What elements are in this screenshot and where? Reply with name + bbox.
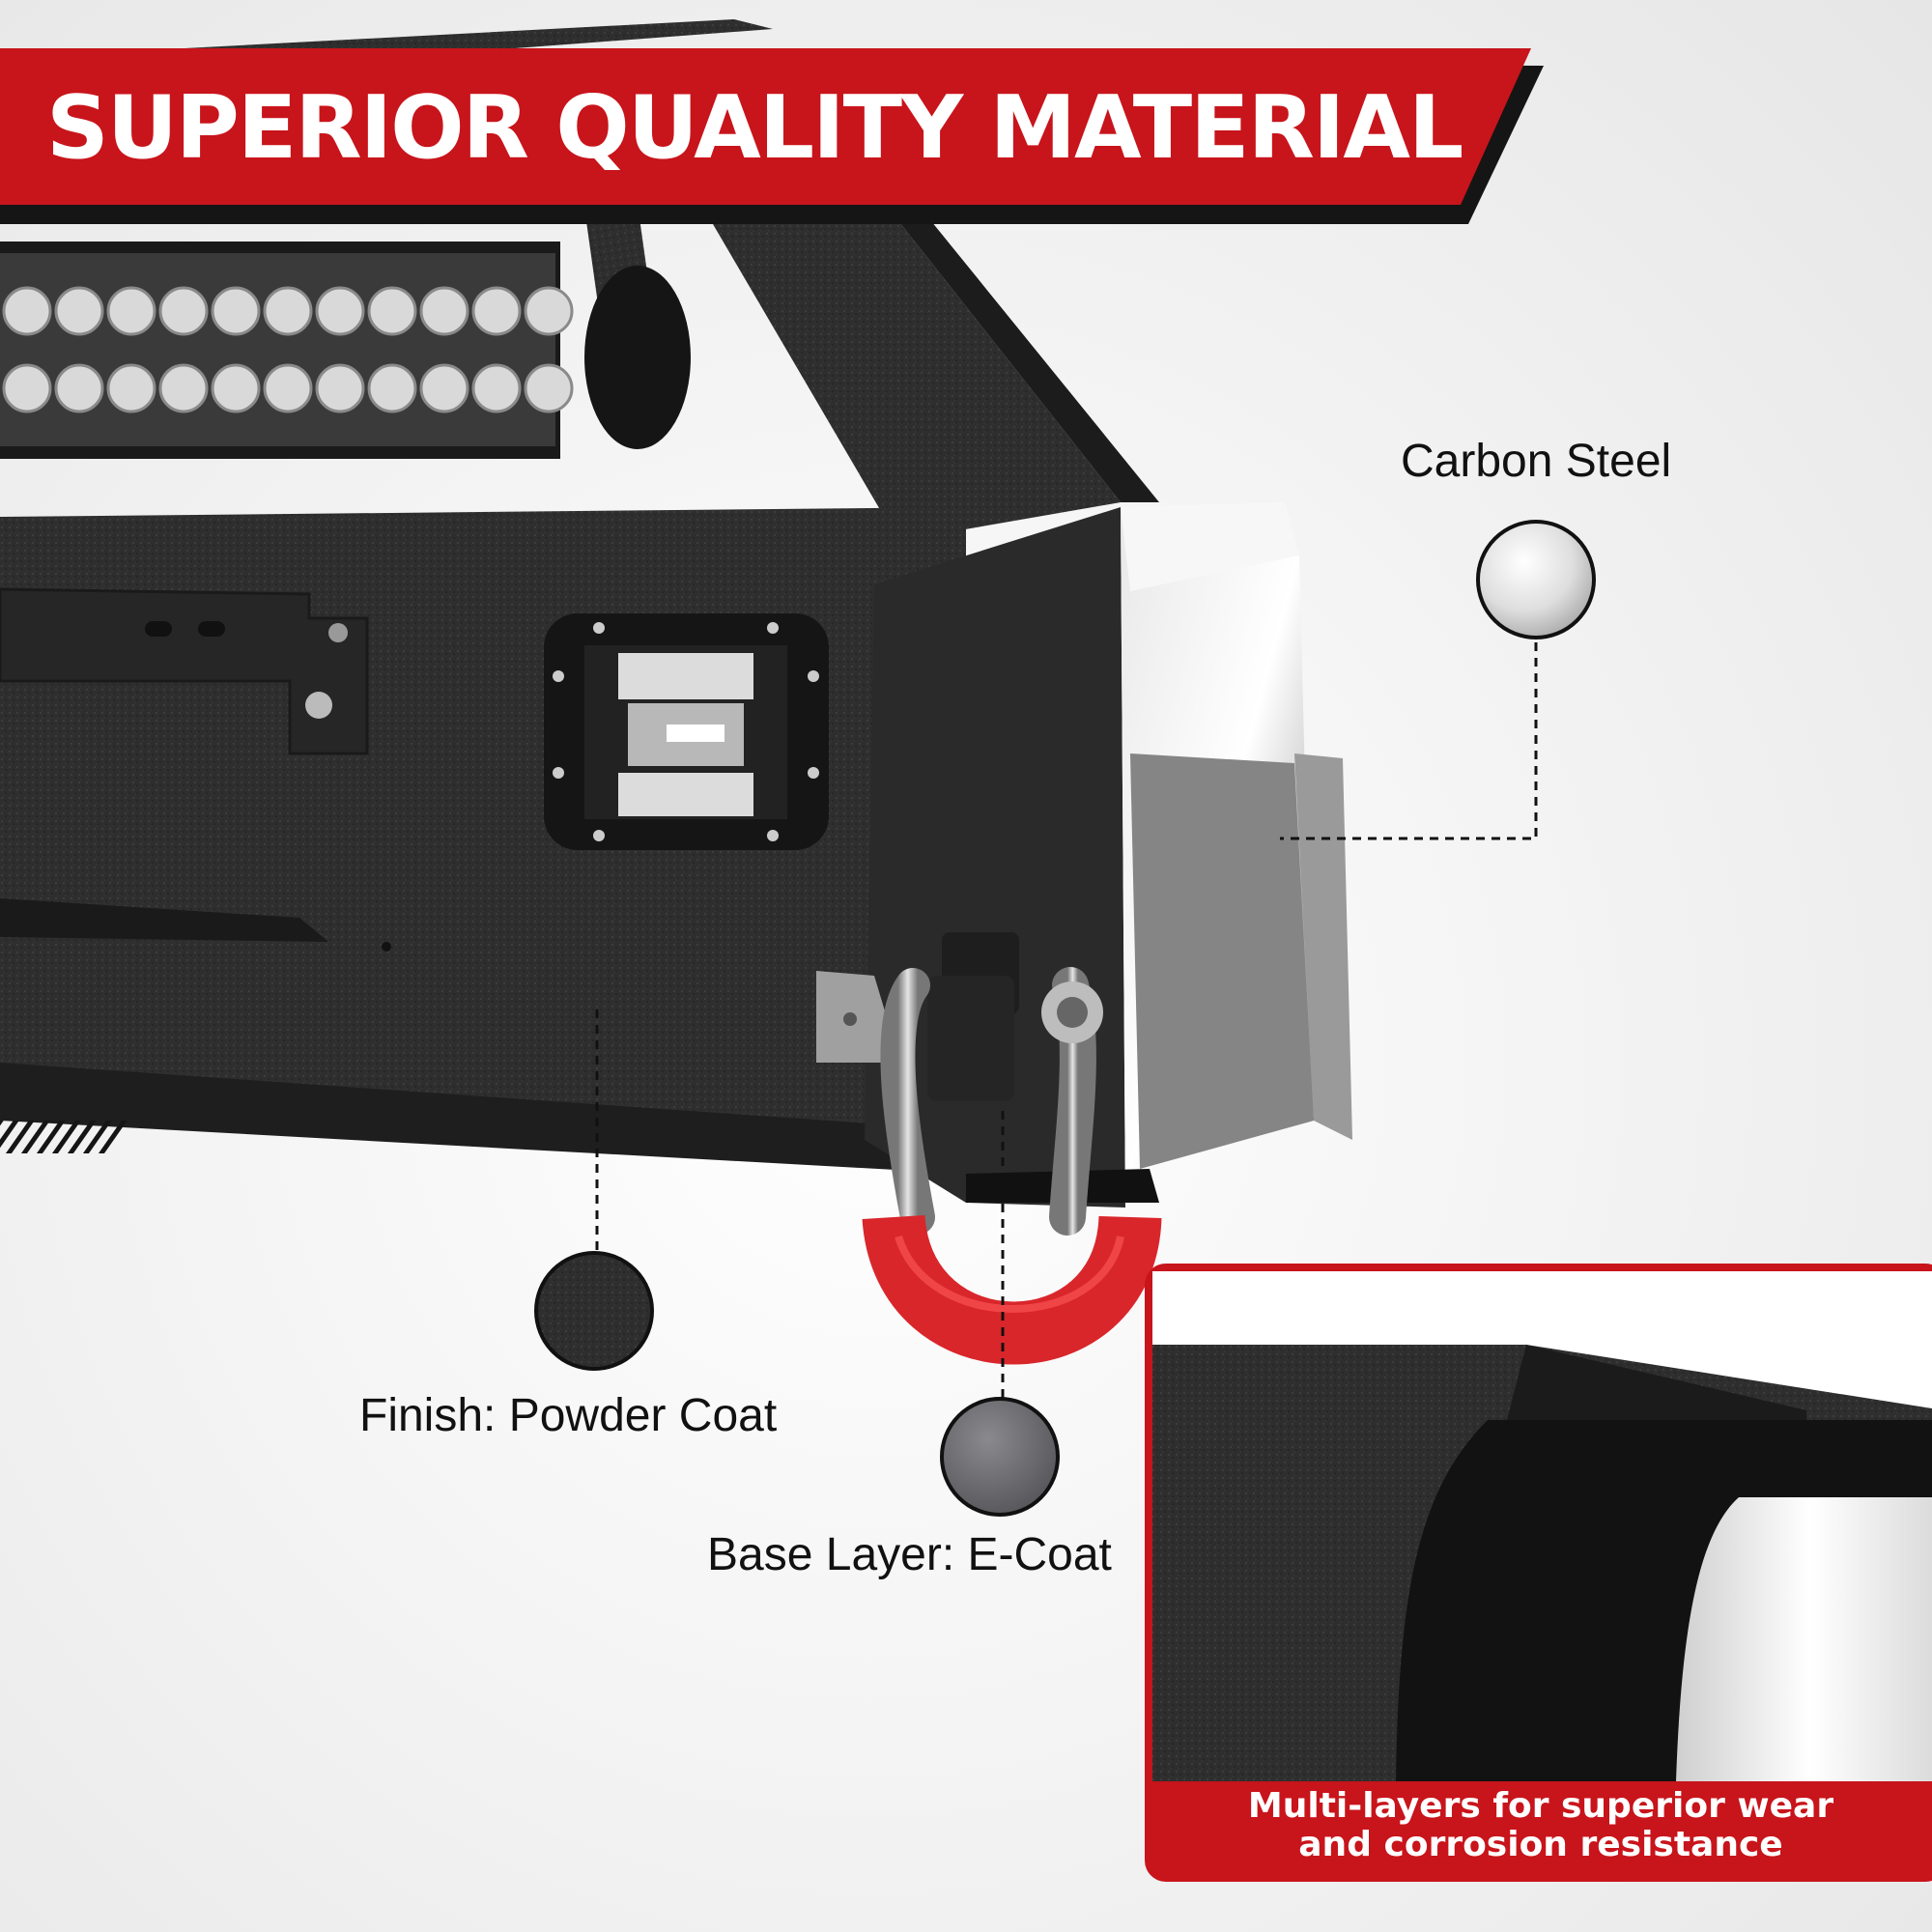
led-emitter [524,363,574,413]
vent-slot [20,1121,50,1153]
led-emitter [106,363,156,413]
carbon-steel-label: Carbon Steel [1401,436,1672,487]
led-emitter [54,286,104,336]
led-emitter [315,286,365,336]
vent-slot [98,1121,128,1153]
led-emitter [263,286,313,336]
powder-coat-swatch [534,1251,654,1371]
callout-lines [595,642,1538,1406]
bumper-end-cap [865,502,1352,1208]
inset-caption: Multi-layers for superior wear and corro… [1150,1787,1932,1864]
led-emitter [419,363,469,413]
led-emitter [524,286,574,336]
inset-caption-line-1: Multi-layers for superior wear [1247,1786,1834,1826]
led-emitter [54,363,104,413]
bumper-body [0,507,966,1174]
inset-caption-line-2: and corrosion resistance [1298,1825,1783,1864]
led-emitter [158,363,209,413]
vent-slot [0,1121,19,1153]
vent-slot [5,1121,35,1153]
led-emitter [211,363,261,413]
led-emitter [2,286,52,336]
led-emitter [367,286,417,336]
led-emitter [471,363,522,413]
e-coat-label: Base Layer: E-Coat [707,1529,1112,1580]
layers-inset [1145,1264,1932,1882]
led-emitter [106,286,156,336]
banner-title: SUPERIOR QUALITY MATERIAL [46,77,1463,179]
title-banner [0,48,1544,224]
vent-slot [51,1121,81,1153]
led-emitter [211,286,261,336]
pod-light [544,613,829,850]
led-emitter [2,363,52,413]
carbon-steel-swatch [1476,520,1596,639]
led-emitter [419,286,469,336]
d-ring-shackle [816,932,1162,1365]
led-emitter [471,286,522,336]
e-coat-swatch [940,1397,1060,1517]
vent-slot [82,1121,112,1153]
led-emitter [367,363,417,413]
powder-coat-label: Finish: Powder Coat [359,1390,778,1441]
led-emitter [263,363,313,413]
vent-slot [36,1121,66,1153]
led-emitter [315,363,365,413]
led-light-bar [0,205,691,459]
led-emitter [158,286,209,336]
vent-slot [67,1121,97,1153]
